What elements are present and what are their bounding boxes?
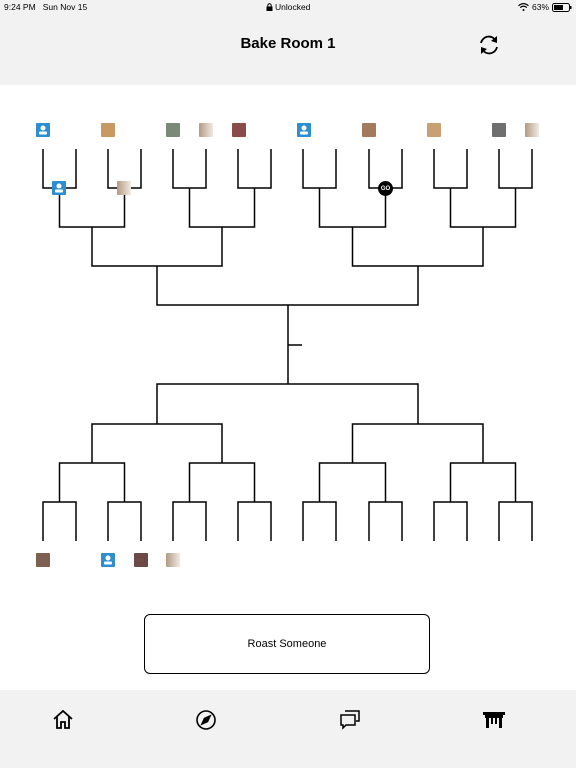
participant-avatar[interactable] (427, 123, 441, 137)
participant-avatar[interactable] (166, 123, 180, 137)
participant-avatar[interactable] (101, 553, 115, 567)
roast-someone-button[interactable]: Roast Someone (144, 614, 430, 674)
participant-avatar[interactable] (362, 123, 376, 137)
compass-icon[interactable] (193, 707, 219, 733)
lock-icon (266, 3, 273, 11)
battery-icon (552, 2, 572, 12)
tab-bar (0, 690, 576, 768)
header (0, 14, 576, 85)
participant-avatar[interactable] (134, 553, 148, 567)
home-icon[interactable] (50, 707, 76, 733)
go-button[interactable]: GO (378, 181, 393, 196)
user-placeholder-icon (55, 183, 63, 193)
status-right: 63% (518, 2, 572, 12)
participant-avatar[interactable] (36, 553, 50, 567)
status-bar: 9:24 PM Sun Nov 15 Unlocked 63% (0, 0, 576, 14)
advanced-participant-avatar[interactable] (117, 181, 131, 195)
participant-avatar[interactable] (166, 553, 180, 567)
refresh-button[interactable] (477, 33, 501, 57)
advanced-participant-avatar[interactable] (52, 181, 66, 195)
user-placeholder-icon (104, 555, 112, 565)
participant-avatar[interactable] (101, 123, 115, 137)
participant-avatar[interactable] (232, 123, 246, 137)
participant-avatar[interactable] (492, 123, 506, 137)
wifi-icon (518, 3, 529, 11)
user-placeholder-icon (300, 125, 308, 135)
page-title: Bake Room 1 (240, 35, 336, 52)
lock-status: Unlocked (0, 2, 576, 12)
participant-avatar[interactable] (297, 123, 311, 137)
participant-avatar[interactable] (525, 123, 539, 137)
tournament-bracket (42, 149, 533, 541)
lock-status-text: Unlocked (274, 2, 311, 12)
user-placeholder-icon (39, 125, 47, 135)
participant-avatar[interactable] (36, 123, 50, 137)
chat-icon[interactable] (337, 707, 363, 733)
status-date: Sun Nov 15 (42, 2, 88, 12)
battery-percent: 63% (531, 2, 549, 12)
status-time: 9:24 PM (4, 2, 36, 12)
status-time-date: 9:24 PM Sun Nov 15 (4, 2, 87, 12)
participant-avatar[interactable] (199, 123, 213, 137)
table-icon[interactable] (481, 707, 507, 733)
